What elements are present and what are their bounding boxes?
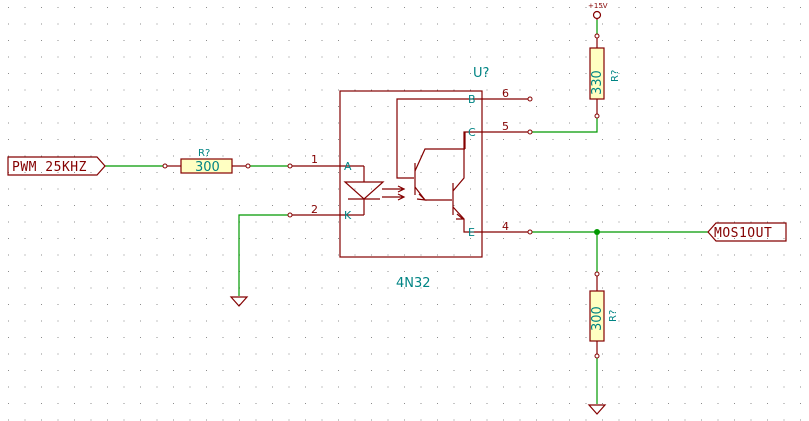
r2-pin-end-top [594,33,600,39]
opto-pin-a-name: A [344,160,352,173]
opto-pin5-number: 5 [502,120,509,133]
power-flag-label: +15V [588,2,608,10]
ground-symbol-icon [587,404,607,415]
global-label-output-icon [707,222,787,242]
opto-pin2-number: 2 [311,203,318,216]
power-flag-icon [592,10,602,20]
opto-pin1-end [287,163,293,169]
opto-pin5-end [527,129,533,135]
led-symbol-icon [340,165,406,216]
r3-reference: R? [608,310,619,322]
opto-pin1-number: 1 [311,153,318,166]
r1-body [180,158,233,174]
ground-symbol-icon [229,296,249,307]
ground-left[interactable] [229,296,249,307]
opto-pin-c-name: C [468,126,476,139]
r1-value: 300 [195,160,220,175]
r2-reference: R? [610,70,621,82]
r3-pin-end-bottom [594,353,600,359]
power-flag-vcc[interactable]: +15V [588,2,608,20]
wires [105,20,708,404]
wire-pin2-to-gnd[interactable] [238,214,290,296]
opto-pin2-end [287,212,293,218]
r3-value: 300 [590,306,605,331]
opto-pin-e-name: E [468,226,475,239]
resistor-r2[interactable]: 330 R? [589,33,621,119]
opto-pin4-number: 4 [502,220,509,233]
r1-pin-end-right [245,163,251,169]
opto-pin-k-name: K [344,209,352,222]
global-label-input-icon [7,156,106,176]
opto-pin4-end [527,229,533,235]
mos-output-label-text: MOS1OUT [714,226,772,241]
r1-pin-end-left [162,163,168,169]
resistor-r1[interactable]: R? 300 [162,148,251,175]
r3-body [589,290,605,342]
opto-pin-b-name: B [468,93,476,106]
opto-pin6-number: 6 [502,87,509,100]
wire-junction [594,229,600,235]
optocoupler-value: 4N32 [396,276,431,291]
r3-pin-end-top [594,271,600,277]
r2-value: 330 [590,70,605,95]
mos-output-label[interactable]: MOS1OUT [707,222,787,242]
ground-right[interactable] [587,404,607,415]
pwm-input-label-text: PWM 25KHZ [12,160,87,175]
pwm-input-label[interactable]: PWM 25KHZ [7,156,106,176]
r2-body [589,47,605,100]
wire-pin5-to-r2[interactable] [530,116,598,133]
darlington-transistor-icon [396,98,482,233]
optocoupler-body [339,90,483,258]
optocoupler-u1[interactable]: 1 2 6 5 4 A K B C E U? 4N32 [287,66,533,291]
optocoupler-reference: U? [473,66,489,81]
r1-reference: R? [198,148,210,159]
grid-dots [8,7,801,421]
opto-pin6-end [527,96,533,102]
resistor-r3[interactable]: 300 R? [589,271,619,359]
r2-pin-end-bottom [594,113,600,119]
